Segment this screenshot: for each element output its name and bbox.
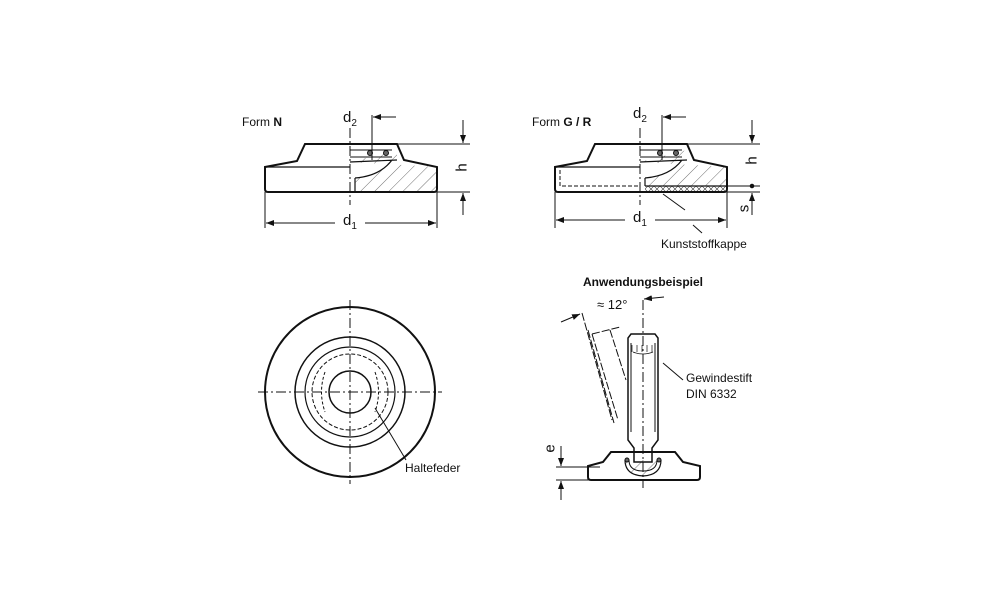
plastic-cap-label: Kunststoffkappe: [661, 237, 747, 251]
form-n-label: Form N: [242, 115, 283, 129]
form-gr-section-view: [554, 114, 760, 234]
form-gr-d2: d2: [633, 105, 647, 125]
form-n-h: h: [453, 163, 471, 172]
pin-label-2: DIN 6332: [686, 387, 737, 401]
form-gr-d1: d1: [633, 209, 647, 229]
tilt-angle-label: ≈ 12°: [597, 297, 628, 312]
form-n-section-view: [264, 114, 470, 228]
form-n-d2: d2: [343, 109, 357, 129]
form-gr-s: s: [735, 204, 753, 213]
pin-label-1: Gewindestift: [686, 371, 753, 385]
top-view: [258, 300, 442, 484]
form-gr-label: Form G / R: [532, 115, 592, 129]
form-n-d1: d1: [343, 212, 357, 232]
application-example: [556, 295, 701, 500]
retaining-spring-label: Haltefeder: [405, 461, 461, 475]
example-e: e: [541, 444, 559, 453]
example-title: Anwendungsbeispiel: [583, 275, 704, 289]
form-gr-h: h: [743, 156, 761, 165]
